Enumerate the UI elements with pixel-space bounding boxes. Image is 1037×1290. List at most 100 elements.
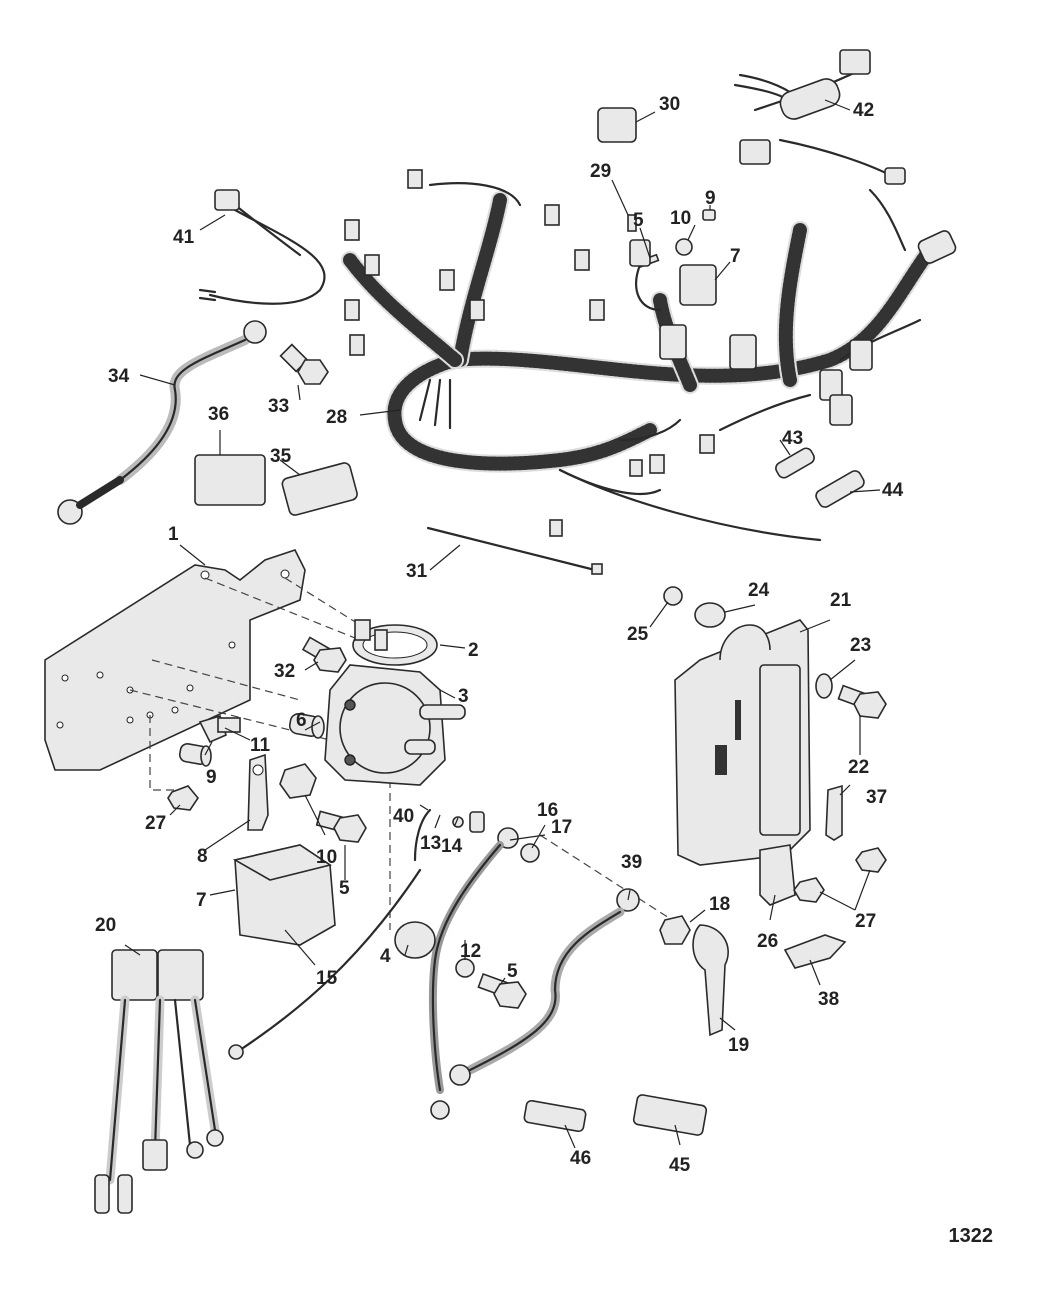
jumper-harness-41 [198,189,326,305]
callout-8: 8 [197,846,208,867]
grommet-24 [694,602,726,628]
ground-strap-15 [238,868,422,1052]
callout-15: 15 [316,968,338,989]
connector-45 [632,1094,708,1136]
cable-tie-31 [426,526,597,572]
callout-5-a: 5 [339,878,350,899]
callout-45: 45 [669,1155,691,1176]
callout-31: 31 [406,561,428,582]
bolt-27-left [167,785,199,811]
callout-28: 28 [326,407,347,428]
callout-46: 46 [570,1148,591,1169]
callout-41: 41 [173,227,195,248]
callout-34: 34 [108,366,130,387]
main-wiring-harness [341,169,957,542]
nut-18 [659,915,691,945]
connector-30 [597,107,637,143]
callout-14: 14 [441,836,463,857]
callout-22: 22 [848,757,869,778]
callout-43: 43 [782,428,803,449]
washer-17 [520,843,540,863]
mounting-bracket-1 [44,549,306,771]
callout-26: 26 [757,931,778,952]
relay-7-small [679,264,717,306]
callout-35: 35 [270,446,292,467]
clamp-2 [352,619,438,666]
sleeve-6 [288,713,325,739]
terminal-boot-19 [692,924,729,1037]
callout-4: 4 [380,946,391,967]
grommet-4 [394,921,436,959]
callout-3: 3 [458,686,469,707]
callout-20: 20 [95,915,116,936]
callout-38: 38 [818,989,839,1010]
callout-40: 40 [393,806,414,827]
connector-35 [281,462,358,516]
bolt-22 [837,684,887,719]
callout-10-b: 10 [670,208,691,229]
callout-33: 33 [268,396,289,417]
clip-11 [198,715,241,744]
ecm-module-21 [674,619,811,866]
connector-46 [523,1099,587,1133]
callout-5-c: 5 [507,961,518,982]
nut-10 [279,763,317,799]
terminal-29 [627,214,637,232]
callout-13: 13 [420,833,441,854]
callout-6: 6 [296,710,307,731]
washer-23 [815,673,833,699]
callout-27-a: 27 [145,813,166,834]
battery-cable-34 [57,320,267,525]
callout-25: 25 [627,624,649,645]
bolt-27-right-a [793,877,825,903]
callout-18: 18 [709,894,730,915]
callout-42: 42 [853,100,874,121]
callout-7-a: 7 [730,246,741,267]
bolt-5-center [315,810,367,843]
callout-7-b: 7 [196,890,207,911]
callout-10-a: 10 [316,847,337,868]
battery-cable-39 [449,888,640,1086]
bolt-5-lower [477,972,527,1009]
relay-7 [232,844,336,946]
ground-wire-40 [413,808,432,862]
relay-bracket-8 [247,753,269,831]
callout-37: 37 [866,787,887,808]
sleeve-9 [178,743,212,767]
nut-14 [469,811,485,833]
clip-38 [783,934,847,969]
callout-36: 36 [208,404,229,425]
bolt-33-head [297,359,329,385]
leader-lines [124,99,881,1149]
bushing-25 [663,586,683,606]
cap-9-top [702,209,716,221]
callout-19: 19 [728,1035,749,1056]
bolt-27-right-b [855,847,887,873]
connector-36 [194,454,266,506]
terminal-43 [775,447,815,479]
bracket-37 [825,784,843,841]
harness-42 [733,49,906,185]
nut-10-top [675,238,693,256]
callout-27-b: 27 [855,911,876,932]
callout-2: 2 [468,640,479,661]
callout-29: 29 [590,161,611,182]
starter-solenoid-3 [324,664,466,786]
bracket-26 [759,844,796,906]
callout-5-b: 5 [633,210,644,231]
callout-30: 30 [659,94,680,115]
callout-12: 12 [460,941,481,962]
callout-16: 16 [537,800,558,821]
terminal-44 [815,470,865,508]
callout-32: 32 [274,661,295,682]
callout-1: 1 [168,524,179,545]
callout-44: 44 [882,480,904,501]
callout-labels: 1 2 3 4 5 5 5 6 7 7 8 9 9 10 10 11 12 13… [95,94,904,1176]
callout-24: 24 [748,580,770,601]
callout-9-a: 9 [206,767,217,788]
callout-21: 21 [830,590,852,611]
bolt-32 [301,636,347,673]
figure-number: 1322 [948,1225,994,1247]
callout-23: 23 [850,635,871,656]
